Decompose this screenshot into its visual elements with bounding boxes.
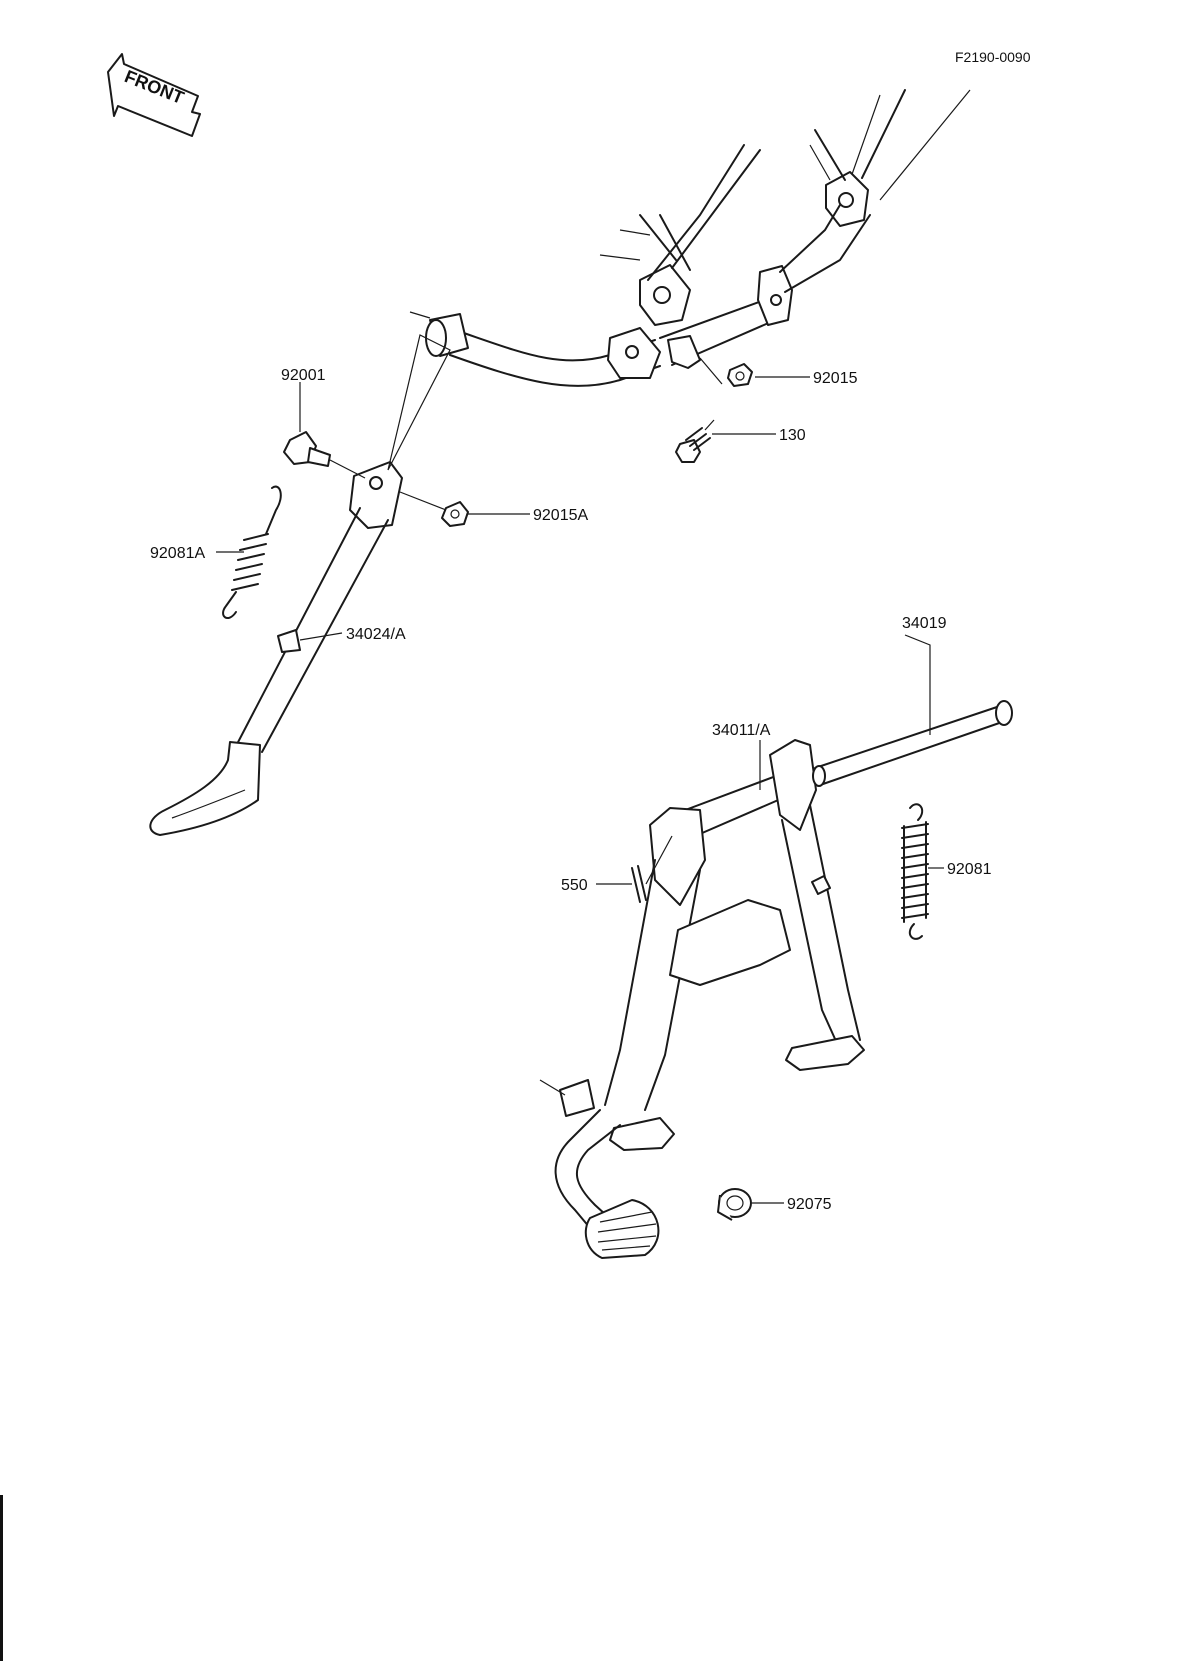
nut-92015A: [399, 491, 469, 527]
frame-illustration: [409, 89, 971, 387]
label-92001: 92001: [281, 367, 326, 384]
label-130: 130: [779, 427, 806, 444]
label-34024A: 34024/A: [346, 626, 406, 643]
scan-edge-mark: [0, 1495, 3, 1661]
spring-92081: [901, 803, 929, 940]
drawing-code: F2190-0090: [955, 49, 1031, 65]
label-92081A: 92081A: [150, 545, 205, 562]
label-34011A: 34011/A: [712, 722, 771, 739]
label-92081: 92081: [947, 861, 992, 878]
shaft-34019: [812, 700, 1013, 787]
label-92015: 92015: [813, 370, 858, 387]
callout-lines: [216, 376, 944, 1204]
center-stand-34011A: [539, 739, 865, 1259]
label-92075: 92075: [787, 1196, 832, 1213]
cotter-pin-550: [631, 835, 673, 903]
front-arrow-icon: FRONT: [107, 53, 201, 137]
label-34019: 34019: [902, 615, 947, 632]
label-550: 550: [561, 877, 588, 894]
bolt-130: [675, 419, 715, 463]
nut-92015: [699, 357, 753, 387]
spring-92081A: [222, 485, 282, 619]
rubber-92075: [717, 1188, 752, 1221]
label-92015A: 92015A: [533, 507, 588, 524]
bolt-92001: [283, 431, 366, 479]
